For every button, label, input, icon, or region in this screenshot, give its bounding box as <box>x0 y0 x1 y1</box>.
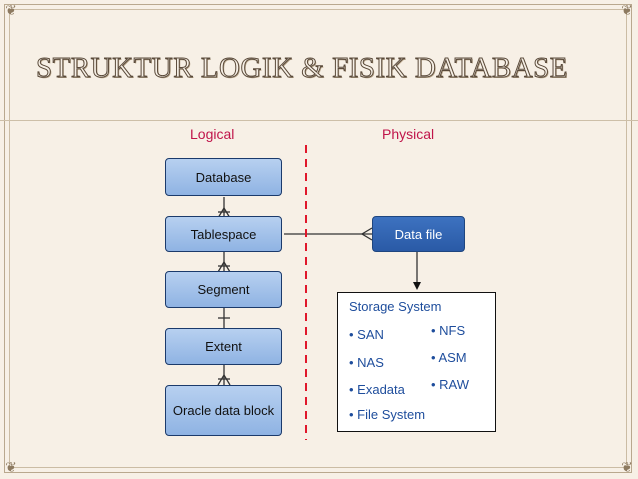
box-tablespace: Tablespace <box>165 216 282 252</box>
storage-item: • RAW <box>431 377 470 392</box>
box-data-file: Data file <box>372 216 465 252</box>
logical-label: Logical <box>190 126 235 142</box>
storage-item: • Exadata <box>349 382 405 397</box>
box-oracle-data-block: Oracle data block <box>165 385 282 436</box>
storage-system-box: Storage System • SAN • NAS • Exadata • F… <box>337 292 496 432</box>
box-segment: Segment <box>165 271 282 308</box>
storage-heading: Storage System <box>349 299 442 314</box>
corner-ornament-icon: ❦ <box>5 460 17 476</box>
crow-foot-icon <box>217 206 231 219</box>
storage-item: • ASM <box>431 350 467 365</box>
corner-ornament-icon: ❦ <box>5 3 17 19</box>
box-extent: Extent <box>165 328 282 365</box>
slide-border-inner <box>9 9 627 468</box>
box-database: Database <box>165 158 282 196</box>
storage-item: • SAN <box>349 327 384 342</box>
storage-item: • NAS <box>349 355 384 370</box>
slide-border-outer <box>4 4 632 473</box>
title-divider <box>0 120 638 121</box>
storage-item: • File System <box>349 407 426 422</box>
crow-foot-icon <box>217 260 231 273</box>
slide-title: STRUKTUR LOGIK & FISIK DATABASE <box>36 52 568 85</box>
crow-foot-icon <box>360 227 373 241</box>
corner-ornament-icon: ❦ <box>621 3 633 19</box>
crow-foot-icon <box>217 373 231 386</box>
arrow-head-icon <box>413 282 421 290</box>
corner-ornament-icon: ❦ <box>621 460 633 476</box>
physical-label: Physical <box>382 126 435 142</box>
storage-item: • NFS <box>431 323 466 338</box>
